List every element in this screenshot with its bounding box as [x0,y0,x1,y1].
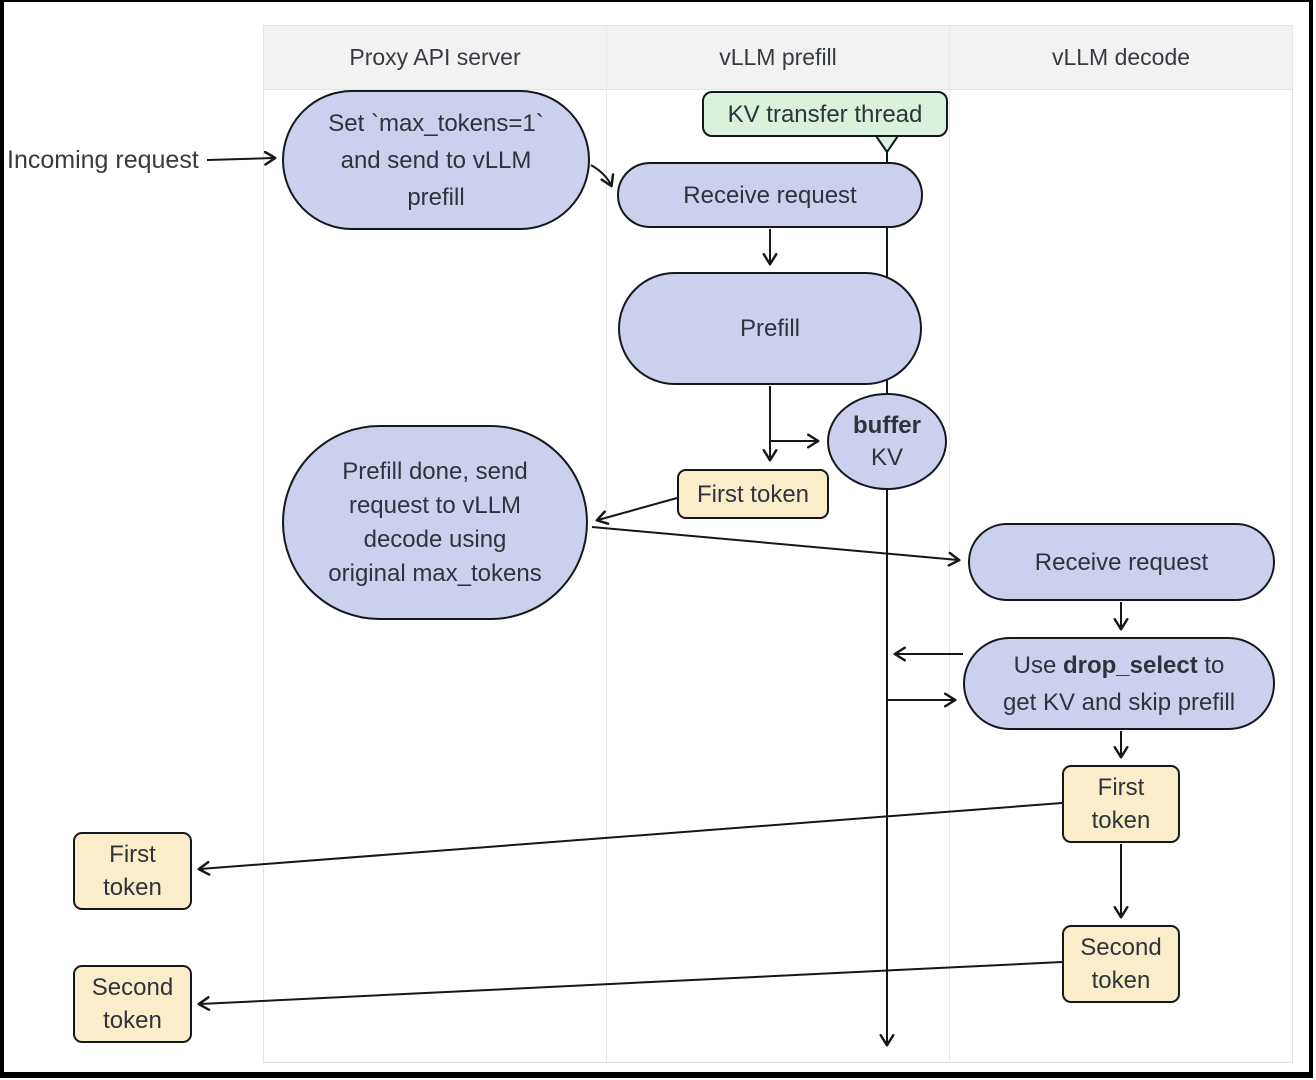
node-label: KV transfer thread [727,100,923,128]
node-first-token-output: First token [73,832,192,910]
node-first-token-decode: First token [1062,765,1180,843]
arrow-prefilldone-to-decode [591,526,961,567]
node-line: Set `max_tokens=1` [328,109,544,137]
node-prefill: Prefill [618,272,922,385]
node-drop-select: Use drop_select to get KV and skip prefi… [963,637,1275,730]
node-line: Second [1080,934,1162,961]
lane-header-proxy: Proxy API server [264,26,606,90]
node-decode-receive-request: Receive request [968,523,1275,601]
node-line: token [1091,967,1151,994]
node-second-token-decode: Second token [1062,925,1180,1003]
incoming-request-label: Incoming request [7,146,199,174]
arrow-proxy-to-prefill [590,164,615,188]
node-line: decode using [363,525,507,553]
node-label: Prefill [739,315,800,342]
node-line: and send to vLLM [340,146,532,174]
node-label: Receive request [683,181,857,209]
node-prefill-done: Prefill done, send request to vLLM decod… [282,425,588,620]
node-line: original max_tokens [328,559,542,587]
node-line: token [1091,807,1151,834]
lane-vllm-decode: vLLM decode [949,26,1292,1062]
node-line: First [1097,774,1145,801]
arrow-firsttoken-out [197,802,1063,876]
node-label: Receive request [1034,548,1209,576]
node-line: prefill [407,183,465,211]
node-line: request to vLLM [348,491,522,519]
dropselect-pre: Use [1013,651,1063,679]
lane-title-proxy: Proxy API server [349,44,521,70]
node-first-token-prefill: First token [677,469,829,519]
lane-title-prefill: vLLM prefill [719,44,837,70]
node-prefill-receive-request: Receive request [617,162,923,228]
node-line: Prefill done, send [342,457,528,485]
node-line: Second [91,974,174,1001]
node-buffer-kv: buffer KV [827,393,947,490]
lane-header-prefill: vLLM prefill [607,26,949,90]
lane-vllm-prefill: vLLM prefill [606,26,949,1062]
node-second-token-output: Second token [73,965,192,1043]
lane-proxy-api-server: Proxy API server [264,26,606,1062]
node-kv-transfer-thread: KV transfer thread [702,91,948,137]
arrow-firsttoken-to-prefilldone [595,497,678,525]
node-set-max-tokens: Set `max_tokens=1` and send to vLLM pref… [282,90,590,230]
node-line: token [103,874,162,901]
kv-text: KV [870,443,903,471]
arrow-incoming [206,150,277,166]
node-line: token [103,1007,162,1034]
lane-header-decode: vLLM decode [950,26,1292,90]
buffer-bold-text: buffer [853,411,921,439]
node-label: First token [696,480,810,508]
dropselect-post: to [1197,651,1225,679]
dropselect-bold-text: drop_select [1062,651,1198,679]
node-line: First [109,841,156,868]
lane-title-decode: vLLM decode [1051,44,1191,70]
node-line: Use drop_select to [1014,647,1225,684]
node-line: get KV and skip prefill [1002,688,1236,716]
arrow-secondtoken-out [197,961,1063,1012]
